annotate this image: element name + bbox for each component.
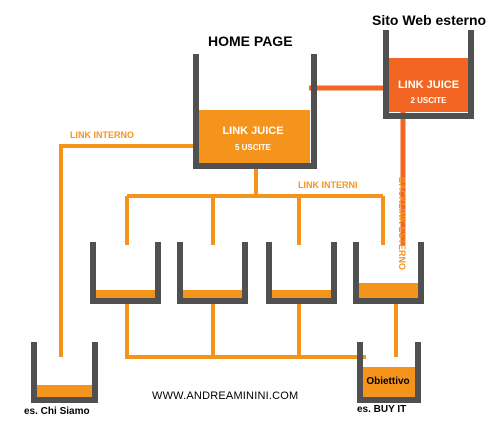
chi-siamo-caption: es. Chi Siamo xyxy=(24,406,90,417)
home-page-title: HOME PAGE xyxy=(208,33,293,49)
external-juice-outputs: 2 USCITE xyxy=(410,96,447,105)
buy-it-container xyxy=(357,342,421,403)
link-interno-label: LINK INTERNO xyxy=(70,130,134,140)
page-container-2 xyxy=(177,242,248,304)
home-page-container xyxy=(193,54,317,169)
external-juice-label: LINK JUICE xyxy=(397,79,460,91)
page-container-1 xyxy=(90,242,161,304)
external-site-container xyxy=(383,30,474,119)
link-interni-label: LINK INTERNI xyxy=(298,180,358,190)
backlink-esterno-label: BACKLINK ESTERNO xyxy=(397,177,407,271)
chi-siamo-container xyxy=(31,342,98,403)
link-interno-line xyxy=(59,144,205,357)
collector-1-line xyxy=(125,297,366,359)
home-juice-outputs: 5 USCITE xyxy=(234,143,271,152)
obiettivo-label: Obiettivo xyxy=(366,376,410,387)
footer-url: WWW.ANDREAMININI.COM xyxy=(152,390,299,402)
page-container-3 xyxy=(266,242,337,304)
home-juice-label: LINK JUICE xyxy=(222,125,284,137)
external-site-title: Sito Web esterno xyxy=(372,12,487,28)
buy-it-caption: es. BUY IT xyxy=(357,404,407,415)
page-container-4 xyxy=(353,242,424,304)
